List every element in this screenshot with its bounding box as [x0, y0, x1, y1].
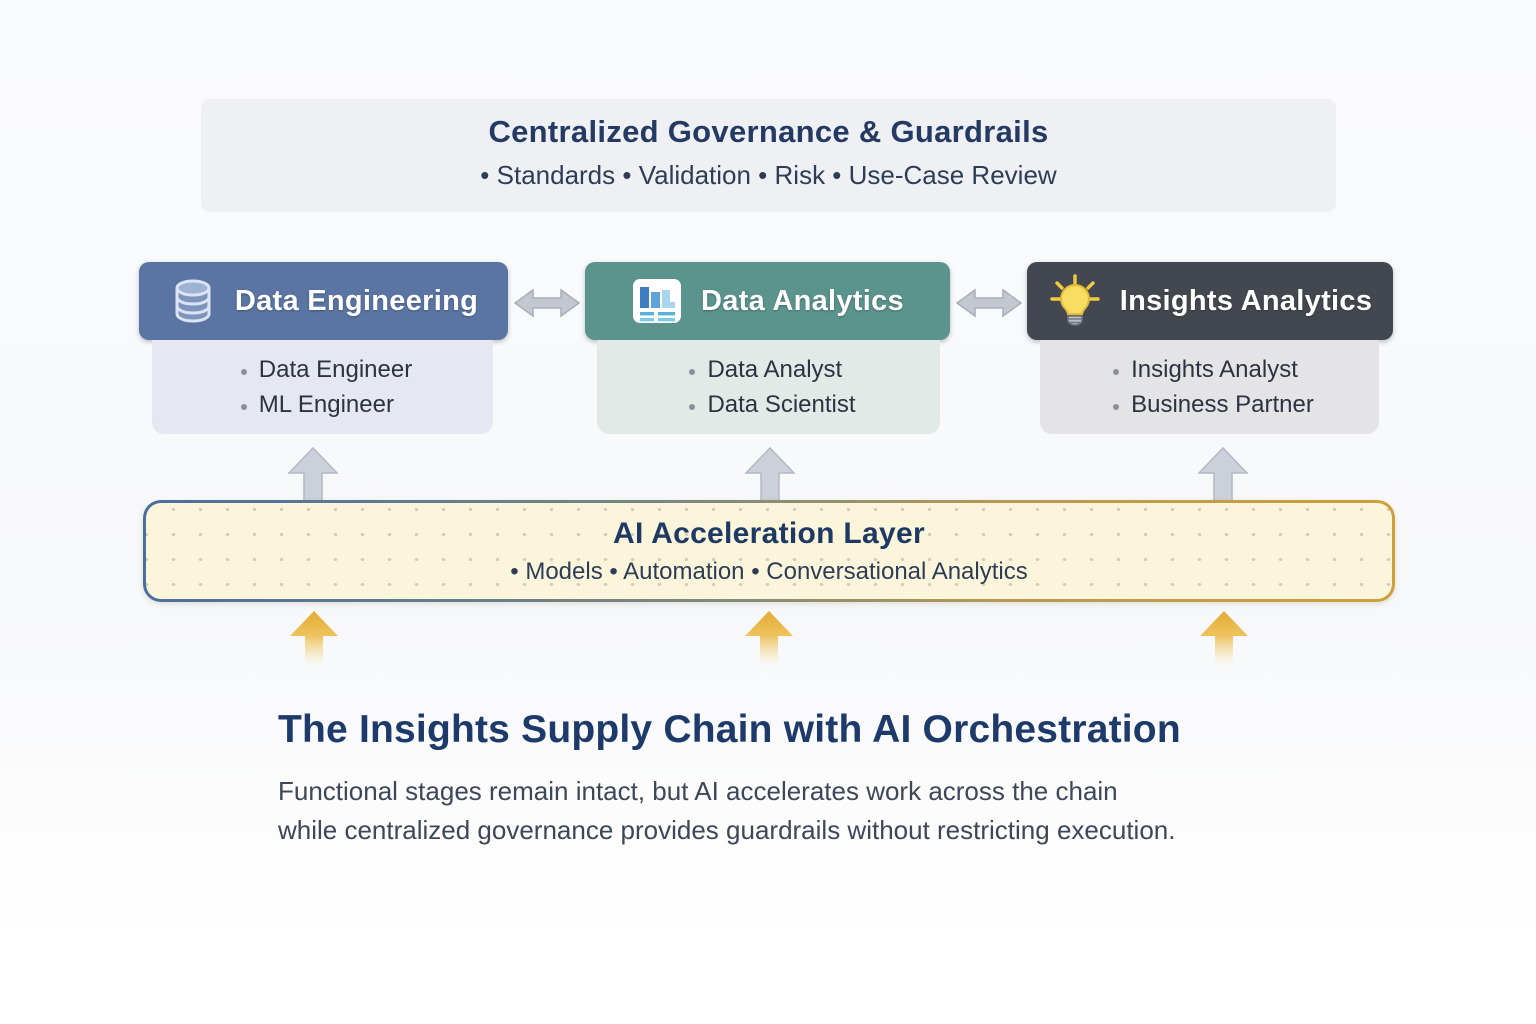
up-arrow-gold-icon: [1196, 609, 1252, 667]
roles-box-data-analytics: Data AnalystData Scientist: [597, 340, 940, 434]
roles-list: Data EngineerML Engineer: [233, 352, 412, 422]
up-arrow-gold-icon: [741, 609, 797, 667]
governance-items: • Standards • Validation • Risk • Use-Ca…: [480, 160, 1057, 190]
diagram-title: The Insights Supply Chain with AI Orches…: [278, 708, 1181, 751]
diagram-subtitle-line1: Functional stages remain intact, but AI …: [278, 776, 1118, 806]
role-item: Data Scientist: [707, 387, 855, 422]
bar-chart-icon: [631, 275, 683, 327]
up-arrow-gray-icon: [742, 446, 798, 502]
diagram-subtitle-line2: while centralized governance provides gu…: [278, 815, 1176, 845]
stage-title: Data Analytics: [701, 284, 904, 317]
ai-layer-title: AI Acceleration Layer: [613, 516, 925, 550]
governance-title: Centralized Governance & Guardrails: [488, 114, 1049, 149]
role-item: Data Analyst: [707, 352, 855, 387]
roles-list: Insights AnalystBusiness Partner: [1105, 352, 1314, 422]
role-item: Insights Analyst: [1131, 352, 1314, 387]
stage-title: Data Engineering: [234, 284, 479, 317]
stage-header-insights-analytics: Insights Analytics: [1027, 262, 1393, 340]
lightbulb-icon: [1048, 273, 1102, 329]
up-arrow-gray-icon: [1195, 446, 1251, 502]
stage-header-data-analytics: Data Analytics: [585, 262, 950, 340]
governance-panel: Centralized Governance & Guardrails • St…: [201, 99, 1336, 212]
roles-box-insights-analytics: Insights AnalystBusiness Partner: [1040, 340, 1379, 434]
ai-acceleration-layer-body: AI Acceleration Layer • Models • Automat…: [146, 503, 1392, 599]
roles-box-data-engineering: Data EngineerML Engineer: [152, 340, 493, 434]
role-item: Business Partner: [1131, 387, 1314, 422]
double-arrow-icon: [954, 285, 1024, 321]
role-item: Data Engineer: [259, 352, 412, 387]
double-arrow-icon: [512, 285, 582, 321]
stage-header-data-engineering: Data Engineering: [139, 262, 508, 340]
stage-title: Insights Analytics: [1119, 284, 1373, 317]
diagram-subtitle: Functional stages remain intact, but AI …: [278, 772, 1175, 850]
roles-list: Data AnalystData Scientist: [681, 352, 855, 422]
database-icon: [169, 277, 217, 325]
up-arrow-gray-icon: [285, 446, 341, 502]
ai-layer-items: • Models • Automation • Conversational A…: [510, 557, 1028, 585]
role-item: ML Engineer: [259, 387, 412, 422]
ai-acceleration-layer: AI Acceleration Layer • Models • Automat…: [143, 500, 1395, 602]
up-arrow-gold-icon: [286, 609, 342, 667]
